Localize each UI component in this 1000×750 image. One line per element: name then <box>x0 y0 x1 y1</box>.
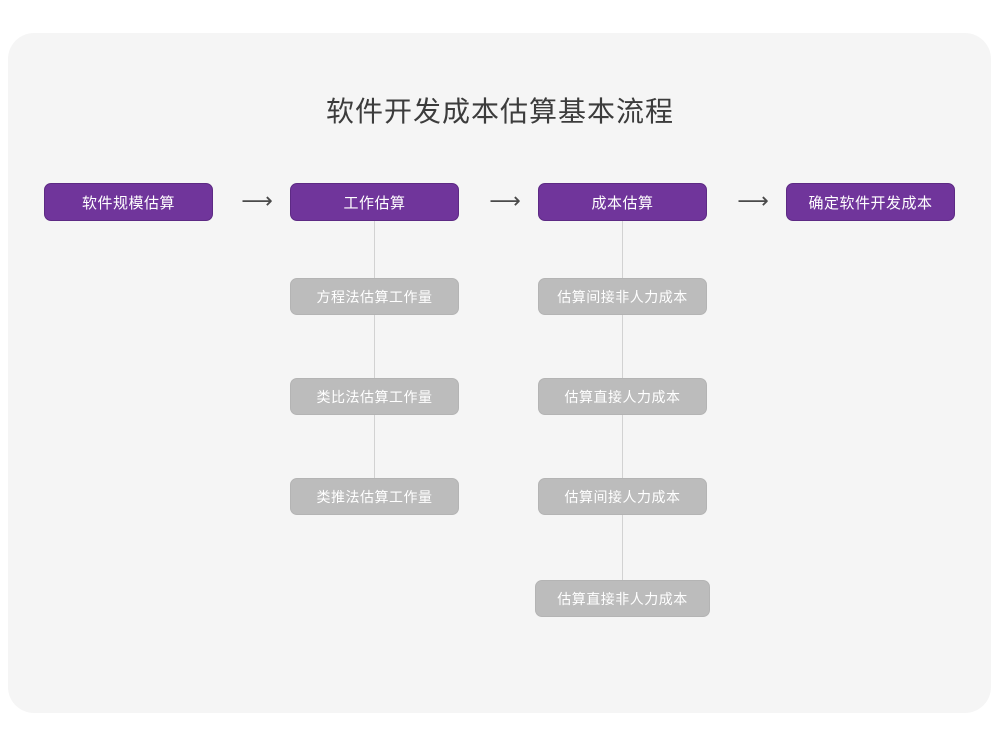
arrow-right-icon-3: ⟶ <box>724 183 782 221</box>
arrow-glyph: ⟶ <box>737 189 769 214</box>
connector-sub3-1-sub3-2 <box>622 315 623 378</box>
connector-sub3-3-sub3-4 <box>622 515 623 580</box>
flow-step-label: 软件规模估算 <box>81 194 175 212</box>
connector-sub2-sub3 <box>374 415 375 478</box>
connector-sub1-sub2 <box>374 315 375 378</box>
flow-step-label: 成本估算 <box>591 194 654 212</box>
arrow-glyph: ⟶ <box>241 189 273 214</box>
flow-substep-label: 估算直接人力成本 <box>564 388 681 405</box>
arrow-right-icon-1: ⟶ <box>228 183 286 221</box>
flow-step-label: 确定软件开发成本 <box>808 194 933 212</box>
flow-substep-label: 类推法估算工作量 <box>316 488 433 505</box>
flow-substep-equation-method-workload[interactable]: 方程法估算工作量 <box>290 278 459 315</box>
flow-step-work-estimation[interactable]: 工作估算 <box>290 183 459 221</box>
flow-substep-direct-labor-cost[interactable]: 估算直接人力成本 <box>538 378 707 415</box>
arrow-glyph: ⟶ <box>489 189 521 214</box>
flow-step-software-scale-estimation[interactable]: 软件规模估算 <box>44 183 213 221</box>
flow-step-cost-estimation[interactable]: 成本估算 <box>538 183 707 221</box>
diagram-card <box>8 33 991 713</box>
connector-sub3-2-sub3-3 <box>622 415 623 478</box>
flow-substep-analogy-method-workload[interactable]: 类比法估算工作量 <box>290 378 459 415</box>
flow-substep-direct-nonlabor-cost[interactable]: 估算直接非人力成本 <box>535 580 710 617</box>
flow-substep-label: 方程法估算工作量 <box>316 288 433 305</box>
page-title: 软件开发成本估算基本流程 <box>325 96 674 127</box>
flow-substep-indirect-labor-cost[interactable]: 估算间接人力成本 <box>538 478 707 515</box>
flow-substep-label: 类比法估算工作量 <box>316 388 433 405</box>
flow-substep-label: 估算间接人力成本 <box>564 488 681 505</box>
flow-step-label: 工作估算 <box>343 194 406 212</box>
connector-step2-sub1 <box>374 221 375 278</box>
flow-substep-label: 估算间接非人力成本 <box>557 288 688 305</box>
connector-step3-sub1 <box>622 221 623 278</box>
flow-substep-indirect-nonlabor-cost[interactable]: 估算间接非人力成本 <box>538 278 707 315</box>
arrow-right-icon-2: ⟶ <box>476 183 534 221</box>
flow-substep-label: 估算直接非人力成本 <box>557 590 688 607</box>
flow-substep-inference-method-workload[interactable]: 类推法估算工作量 <box>290 478 459 515</box>
flow-step-determine-development-cost[interactable]: 确定软件开发成本 <box>786 183 955 221</box>
